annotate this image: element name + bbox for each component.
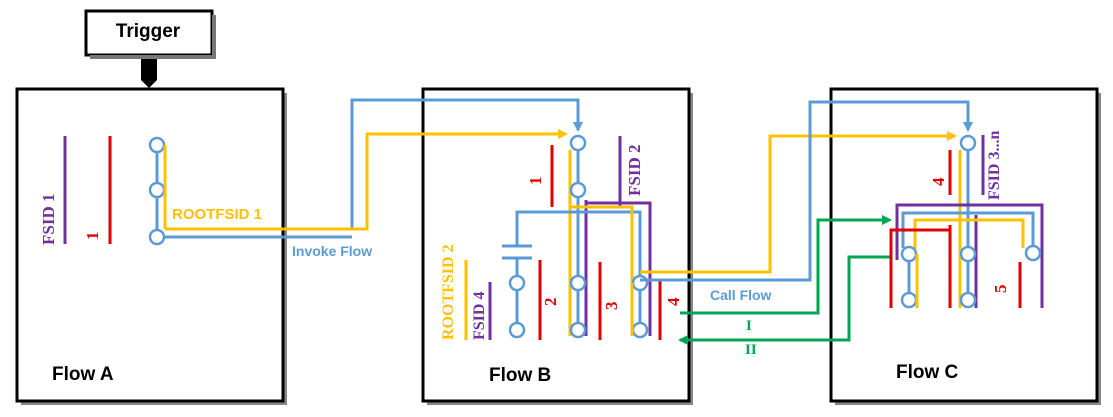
return-i-label: I <box>746 318 752 334</box>
step-node <box>508 274 526 292</box>
num-5-label: 5 <box>991 285 1010 294</box>
step-node <box>569 274 587 292</box>
step-node <box>569 321 587 339</box>
step-node <box>631 321 649 339</box>
trigger-node: Trigger <box>84 9 216 88</box>
trigger-arrow-icon <box>141 59 157 88</box>
return-connector-ii <box>678 255 890 345</box>
fsid-1-label: FSID 1 <box>39 194 58 245</box>
invoke-flow-label: Invoke Flow <box>292 243 372 259</box>
step-node <box>148 181 166 199</box>
num-1-b-label: 1 <box>526 177 545 186</box>
fsid-4-label: FSID 4 <box>471 292 488 340</box>
num-4-label: 4 <box>664 297 683 306</box>
flow-b-title: Flow B <box>489 365 551 386</box>
trigger-label: Trigger <box>116 21 181 42</box>
step-node <box>959 291 977 309</box>
flow-c-title: Flow C <box>896 362 959 383</box>
step-node <box>148 136 166 154</box>
call-flow-connector-yellow <box>640 131 957 274</box>
return-connector-i <box>680 215 892 315</box>
invoke-flow-connector-yellow <box>165 129 568 231</box>
step-node <box>900 291 918 309</box>
step-node <box>569 134 587 152</box>
rootfsid-1-label: ROOTFSID 1 <box>172 206 262 223</box>
flow-c-content <box>889 134 1044 309</box>
flow-b-content <box>464 134 662 340</box>
step-node <box>569 181 587 199</box>
fsid-2-label: FSID 2 <box>625 145 644 196</box>
rootfsid-2-label: ROOTFSID 2 <box>440 244 457 340</box>
flow-a-content <box>63 136 167 246</box>
num-2-label: 2 <box>541 298 560 307</box>
num-3-label: 3 <box>602 302 621 311</box>
step-node <box>631 274 649 292</box>
step-node <box>148 228 166 246</box>
num-1-a-label: 1 <box>83 232 102 241</box>
step-node <box>959 245 977 263</box>
flow-a-title: Flow A <box>52 364 114 385</box>
step-node <box>1024 244 1042 262</box>
step-node <box>900 245 918 263</box>
flow-a-frame <box>15 87 287 405</box>
flow-b-frame <box>421 87 693 405</box>
step-node <box>959 134 977 152</box>
num-4-c-label: 4 <box>929 177 948 186</box>
return-ii-label: II <box>745 342 757 358</box>
step-node <box>508 321 526 339</box>
call-flow-label: Call Flow <box>710 287 772 303</box>
fsid-3n-label: FSID 3...n <box>986 131 1003 200</box>
call-flow-connector-blue <box>640 100 973 282</box>
